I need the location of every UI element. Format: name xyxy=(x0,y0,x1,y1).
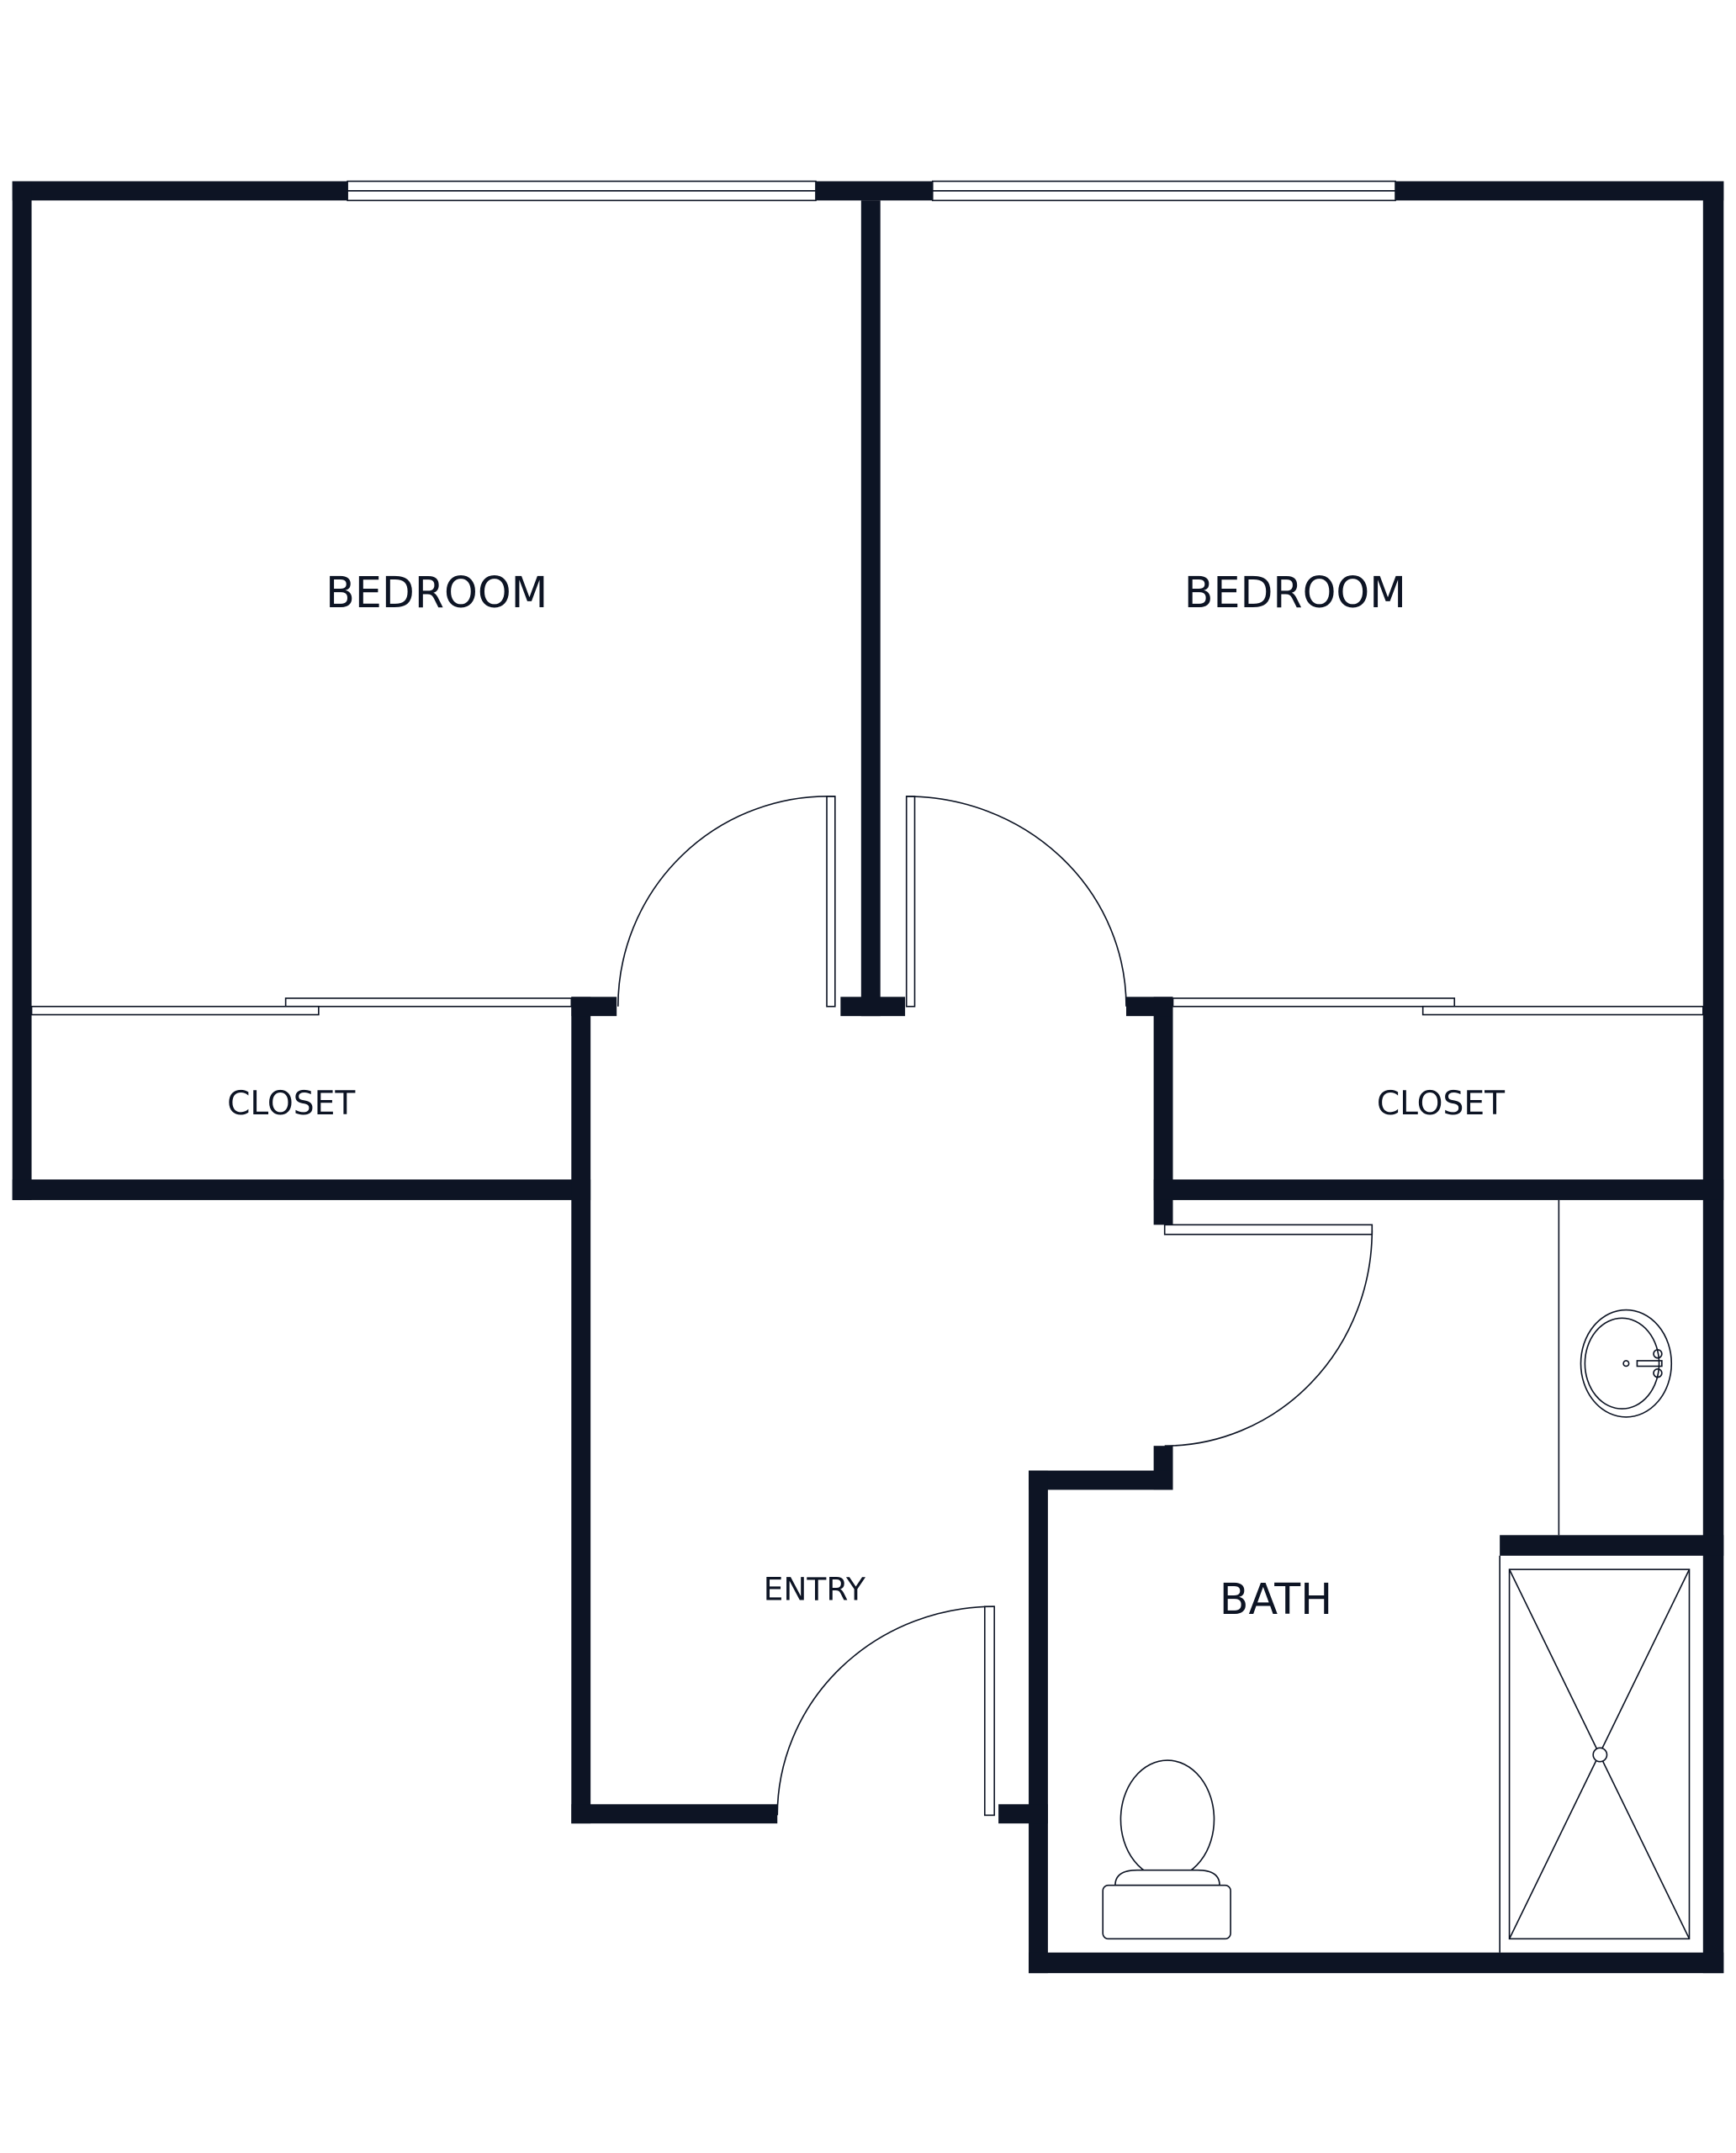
room-label-entry: ENTRY xyxy=(764,1571,866,1608)
room-label-bath: BATH xyxy=(1220,1574,1332,1624)
toilet-icon xyxy=(1102,1759,1231,1940)
room-labels: BEDROOM BEDROOM CLOSET CLOSET ENTRY BATH xyxy=(227,568,1506,1624)
room-label-bedroom-left: BEDROOM xyxy=(326,568,548,617)
windows xyxy=(347,180,1396,202)
closet-right-slider xyxy=(1172,997,1456,1008)
bath-door xyxy=(1163,1224,1373,1235)
room-label-closet-left: CLOSET xyxy=(227,1085,356,1123)
room-label-closet-right: CLOSET xyxy=(1377,1085,1506,1123)
closet-left-slider xyxy=(284,997,573,1008)
shower-icon xyxy=(1508,1568,1691,1940)
walls xyxy=(12,181,1724,1974)
entry-door xyxy=(983,1605,996,1817)
room-label-bedroom-right: BEDROOM xyxy=(1184,568,1406,617)
bedroom-right-door xyxy=(905,796,916,1008)
sink-icon xyxy=(1580,1309,1673,1418)
bedroom-left-door xyxy=(826,796,836,1008)
fixtures xyxy=(1102,1199,1691,1953)
doors xyxy=(30,796,1704,1817)
